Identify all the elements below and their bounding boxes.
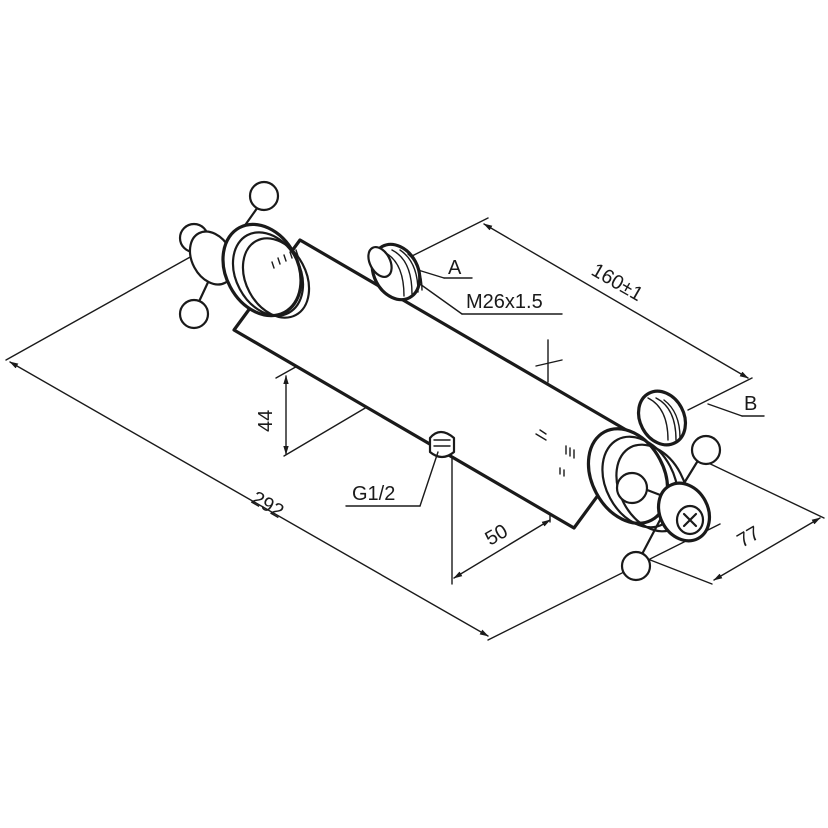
dim-line-292 [9,361,489,637]
right-spoke-bottom [638,518,662,560]
label-b: B [744,393,757,415]
label-g12: G1/2 [352,483,395,505]
right-temperature-scale [559,445,575,477]
outlet-connector-b [636,389,688,447]
dim-line-50 [453,519,551,579]
ext-line-292-left [5,255,193,361]
left-temperature-scale [271,249,299,269]
leaders [345,269,765,507]
ext-line-160-right [687,377,753,411]
outlet-a-face [367,246,393,278]
label-44: 44 [255,410,277,432]
dim-line-160 [483,223,749,379]
right-knob-top [690,434,722,466]
ext-line-77-bottom [639,555,713,585]
leader-m26 [419,283,463,315]
dimension-lines [5,217,825,641]
right-hub-cross [682,512,698,528]
outlet-b-thread [647,397,681,441]
right-knob-bottom [620,550,652,582]
label-160: 160±1 [588,259,647,306]
outlet-b-nut [636,389,688,447]
outlet-a-thread [383,249,423,297]
label-m26: M26x1.5 [466,291,543,313]
right-knob-left [615,471,649,505]
inlet-thread [433,439,451,447]
ext-line-44-bottom [283,403,373,457]
left-cap-ring-mid [231,231,305,317]
inlet-stub [428,430,456,459]
right-brand-mark [535,429,547,441]
left-knob-bottom [178,298,210,330]
label-a: A [448,257,462,279]
leader-g12 [419,451,439,507]
ext-line-292-right [487,523,721,641]
dim-line-77 [713,517,821,581]
ext-line-77-top [701,459,825,519]
outlet-connector-a [367,242,423,302]
leader-b [707,403,743,417]
left-handle-assembly [178,180,311,330]
left-knob-top [248,180,280,212]
left-cap-ring-inner [241,237,311,319]
center-mark-horizontal [535,359,563,367]
inlet-connector [428,430,456,459]
leader-a [417,269,445,279]
ext-line-160-left [407,217,489,259]
label-77: 77 [734,522,764,552]
right-handle-assembly [535,427,722,582]
